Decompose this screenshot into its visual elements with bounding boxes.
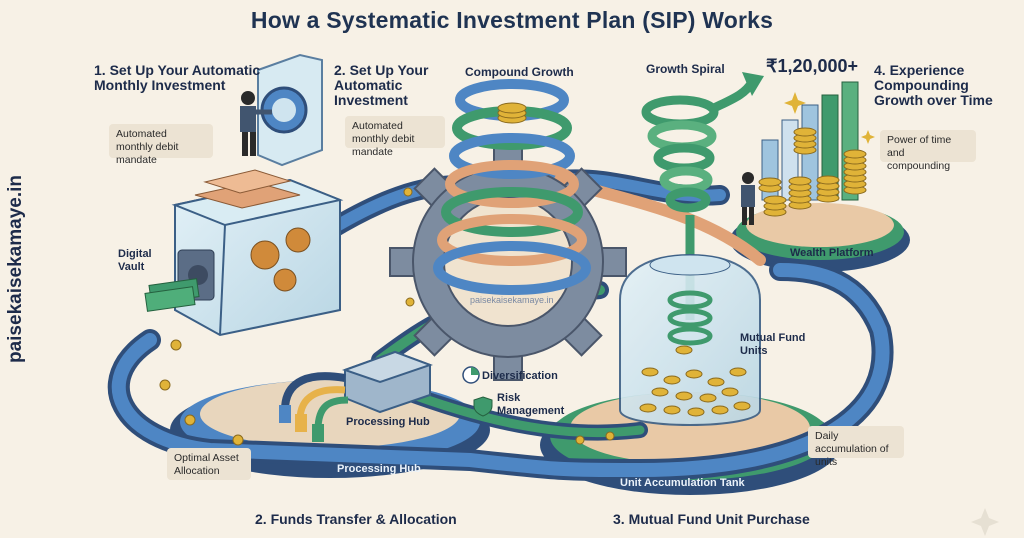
- optimal-allocation-note: Optimal Asset Allocation: [167, 448, 251, 480]
- unit-tank: [619, 253, 761, 426]
- step-1b-note: Automated monthly debit mandate: [345, 116, 445, 158]
- tank-coins: [639, 345, 751, 417]
- coin-stacks: [758, 127, 867, 217]
- coin: [675, 391, 693, 401]
- digital-vault: [144, 169, 344, 337]
- page-title: How a Systematic Investment Plan (SIP) W…: [250, 7, 774, 33]
- coin: [707, 377, 725, 387]
- coin: [651, 387, 669, 397]
- growth-spiral-label: Growth Spiral: [646, 62, 725, 76]
- coin: [699, 393, 717, 403]
- person-at-dial: [240, 53, 323, 167]
- coin: [763, 195, 787, 205]
- coin: [793, 127, 817, 137]
- diversification-icon: [462, 366, 480, 384]
- coin: [843, 149, 867, 159]
- wealth-platform-label: Wealth Platform: [790, 247, 874, 259]
- coin: [733, 401, 751, 411]
- processing-hub-label: Processing Hub: [346, 416, 430, 428]
- coin: [721, 387, 739, 397]
- coin: [663, 405, 681, 415]
- step-4-title: 4. Experience Compounding Growth over Ti…: [874, 62, 993, 108]
- step-1b-title: 2. Set Up Your Automatic Investment: [334, 62, 429, 108]
- amount-value: ₹1,20,000+: [766, 56, 859, 76]
- coin: [711, 405, 729, 415]
- step-4-note: Power of time and compounding: [880, 130, 976, 172]
- step-1-note: Automated monthly debit mandate: [109, 124, 213, 166]
- coin: [639, 403, 657, 413]
- coin: [729, 367, 747, 377]
- risk-management-label: Risk Management: [497, 392, 565, 417]
- unit-tank-label: Unit Accumulation Tank: [620, 477, 745, 489]
- digital-vault-label: Digital Vault: [118, 248, 152, 273]
- center-watermark: paisekaisekamaye.in: [470, 295, 554, 305]
- diversification-label: Diversification: [482, 370, 558, 382]
- coin: [687, 407, 705, 417]
- mutual-fund-units-label: Mutual Fund Units: [740, 332, 806, 357]
- coin: [788, 176, 812, 186]
- coin: [641, 367, 659, 377]
- coin: [663, 375, 681, 385]
- coin: [758, 177, 782, 187]
- step-3-title: 3. Mutual Fund Unit Purchase: [613, 511, 810, 527]
- processing-hub: [279, 350, 433, 442]
- processing-hub-ring-label: Processing Hub: [337, 463, 421, 475]
- sparkle-icons: [784, 92, 999, 536]
- investor-person: [741, 172, 755, 225]
- step-1-title: 1. Set Up Your Automatic Monthly Investm…: [94, 62, 261, 93]
- coin: [675, 345, 693, 355]
- coin: [816, 175, 840, 185]
- shield-icon: [473, 396, 493, 417]
- compound-growth-label: Compound Growth: [465, 65, 574, 79]
- spring-coins: [497, 102, 527, 124]
- coin: [685, 369, 703, 379]
- daily-accumulation-note: Daily accumulation of units: [808, 426, 904, 468]
- step-2-title: 2. Funds Transfer & Allocation: [255, 511, 457, 527]
